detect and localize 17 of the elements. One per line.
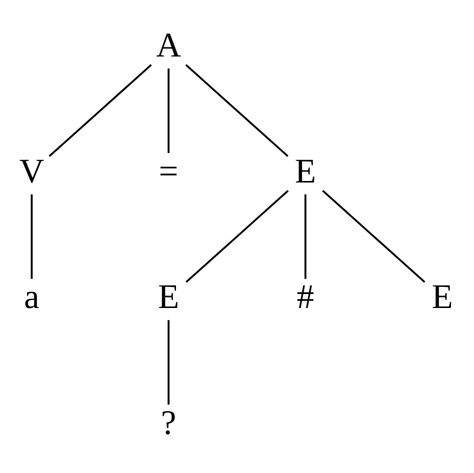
node-text: A [156,26,182,65]
connector [48,64,152,157]
connector [322,190,426,283]
node-text: a [24,278,40,316]
connector [168,68,170,153]
connector [30,194,33,279]
connector [186,190,289,283]
connector [168,320,170,405]
node-text: ? [160,404,176,442]
node-text: = [158,152,178,190]
node-text: E [158,278,180,316]
node-text: E [432,278,453,316]
node-text: V [19,152,44,190]
node-text: # [296,278,314,316]
connector [304,194,306,279]
node-text: E [294,152,316,190]
connector [185,64,288,157]
